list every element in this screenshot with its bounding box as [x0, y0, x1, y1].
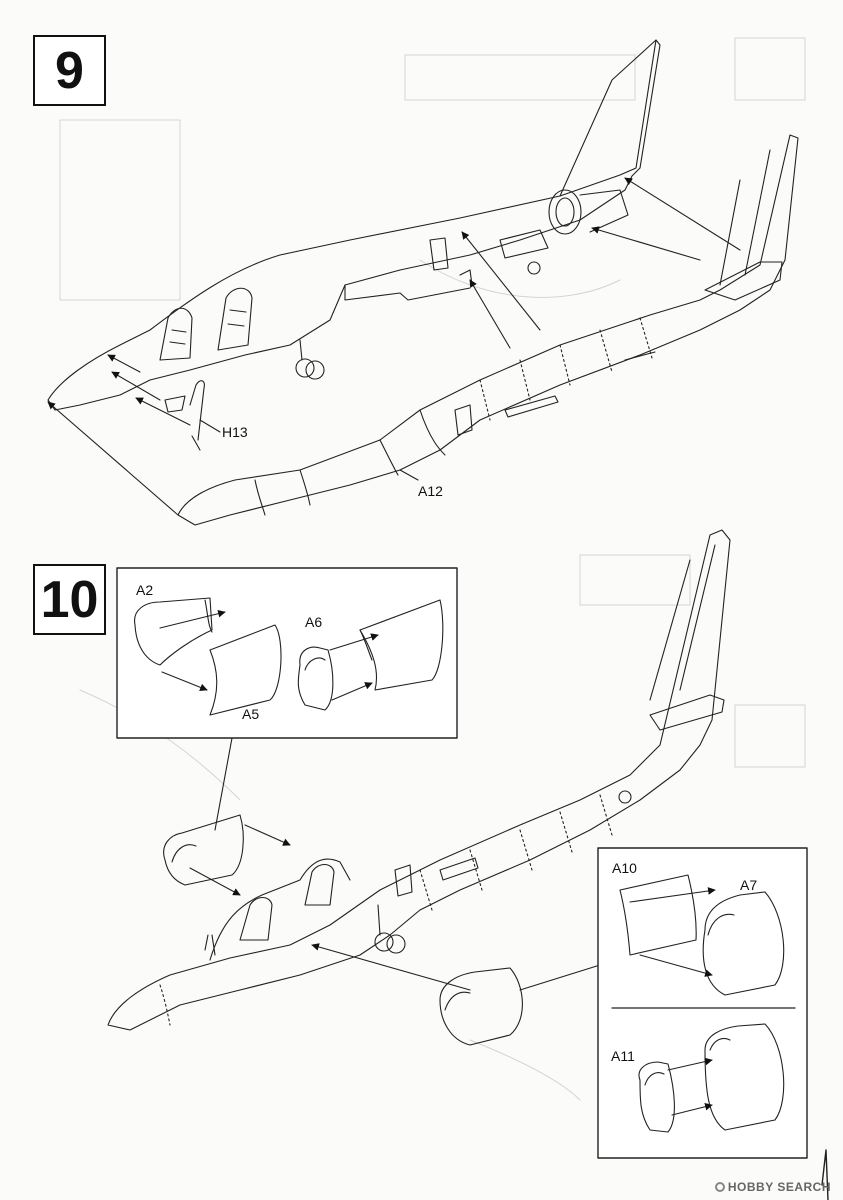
part-a6-mate	[359, 599, 444, 691]
part-a11-mate	[704, 1023, 785, 1131]
upper-fuselage-half	[47, 39, 661, 411]
lower-fuselage-half	[177, 134, 799, 526]
part-label-h13: H13	[222, 424, 248, 440]
intake-ring	[548, 189, 582, 235]
ghost-print-through	[59, 37, 806, 1101]
part-label-a7: A7	[740, 877, 758, 893]
assembled-fuselage	[107, 529, 731, 1031]
assembled-tail-detail	[649, 694, 725, 731]
ejection-seat-rear	[217, 287, 253, 351]
step-10-number: 10	[33, 564, 106, 635]
part-label-a5: A5	[242, 706, 260, 722]
step10-subassembly-box-right	[597, 847, 808, 1159]
canopy-frame	[209, 858, 351, 961]
part-a10-shape	[619, 874, 697, 956]
step10-assembly	[107, 529, 731, 1046]
part-label-a11: A11	[611, 1048, 635, 1064]
step10-subassembly-box-left	[116, 567, 458, 739]
lower-fin-detail	[704, 261, 783, 301]
step10-left-parts	[134, 597, 444, 716]
nose-wheel-upper	[295, 358, 315, 378]
intake-pod-left	[163, 814, 244, 886]
step9-assembly	[47, 39, 799, 526]
part-label-a10: A10	[612, 860, 637, 876]
nose-gear-upper	[299, 339, 303, 361]
part-label-a6: A6	[305, 614, 323, 630]
step10-right-parts	[611, 874, 796, 1133]
part-a11-shape	[638, 1061, 675, 1133]
watermark-text: HOBBY SEARCH	[727, 1180, 831, 1194]
part-label-a2: A2	[136, 582, 154, 598]
part-label-a12: A12	[418, 483, 443, 499]
part-h13-shape	[189, 380, 205, 451]
fin-leading-edge	[559, 39, 657, 197]
part-a6-shape	[297, 646, 334, 711]
main-wheel	[374, 932, 394, 952]
intake-pod-right	[439, 967, 523, 1046]
part-a5-shape	[209, 624, 282, 716]
watermark: HOBBY SEARCH	[714, 1180, 831, 1194]
watermark-logo-icon	[714, 1182, 725, 1192]
ejection-seat-front	[159, 307, 193, 361]
part-a2-shape	[134, 597, 213, 666]
step-9-number: 9	[33, 35, 106, 106]
